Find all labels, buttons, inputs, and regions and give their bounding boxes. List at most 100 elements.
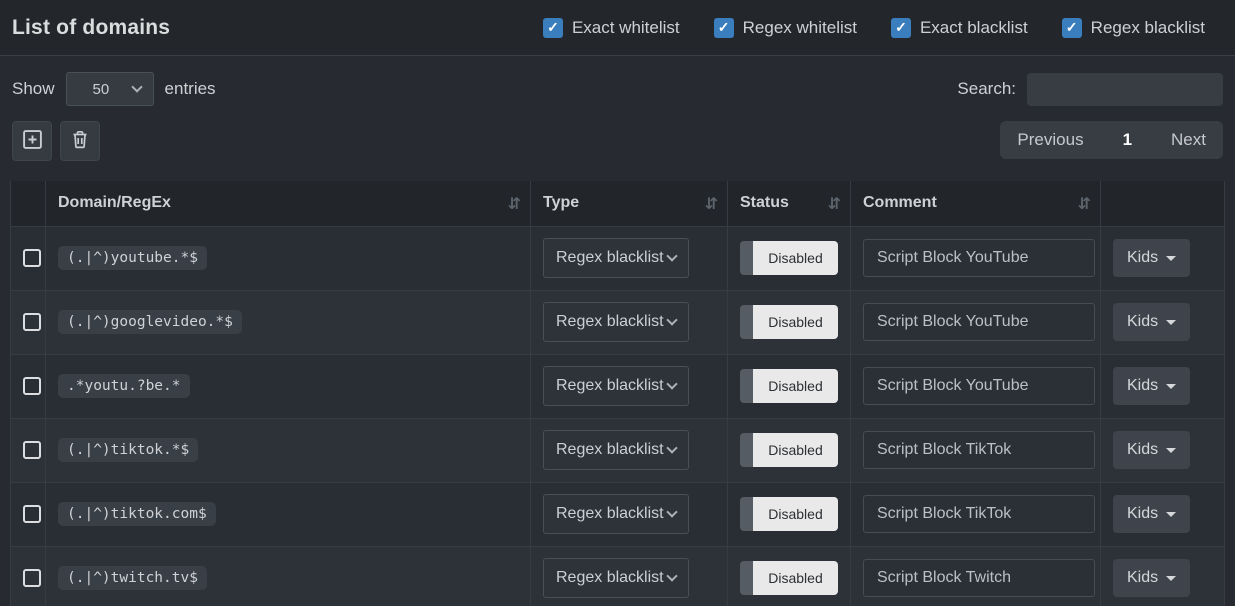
caret-down-icon xyxy=(1166,255,1177,261)
group-dropdown-label: Kids xyxy=(1127,249,1159,266)
header-domain[interactable]: Domain/RegEx ⇵ xyxy=(45,181,531,227)
filter-regex-whitelist[interactable]: ✓ Regex whitelist xyxy=(713,17,857,38)
table-row: (.|^)tiktok.*$ Regex blacklist Disabled … xyxy=(10,417,1225,483)
row-checkbox[interactable] xyxy=(23,568,41,587)
sort-icon[interactable]: ⇵ xyxy=(827,193,842,213)
search-control: Search: xyxy=(957,72,1223,106)
group-dropdown-button[interactable]: Kids xyxy=(1113,239,1191,277)
group-dropdown-button[interactable]: Kids xyxy=(1113,303,1191,341)
status-toggle-label: Disabled xyxy=(753,369,838,403)
domain-regex-value: (.|^)googlevideo.*$ xyxy=(58,310,242,334)
filter-label: Regex whitelist xyxy=(742,17,857,37)
checkbox-checked-icon[interactable]: ✓ xyxy=(1061,17,1082,38)
chevron-down-icon xyxy=(666,378,678,390)
group-dropdown-label: Kids xyxy=(1127,569,1159,586)
checkbox-checked-icon[interactable]: ✓ xyxy=(713,17,734,38)
checkbox-checked-icon[interactable]: ✓ xyxy=(542,17,563,38)
comment-input[interactable] xyxy=(863,559,1095,597)
status-toggle-label: Disabled xyxy=(753,497,838,531)
header-comment[interactable]: Comment ⇵ xyxy=(850,181,1101,227)
toggle-handle[interactable] xyxy=(740,241,753,275)
row-checkbox[interactable] xyxy=(23,248,41,267)
comment-input[interactable] xyxy=(863,303,1095,341)
show-label: Show xyxy=(12,79,55,98)
domain-table-body: (.|^)youtube.*$ Regex blacklist Disabled… xyxy=(10,225,1225,606)
status-toggle[interactable]: Disabled xyxy=(740,561,838,595)
caret-down-icon xyxy=(1166,575,1177,581)
header-type[interactable]: Type ⇵ xyxy=(530,181,728,227)
type-select[interactable]: Regex blacklist xyxy=(543,238,689,278)
status-toggle-label: Disabled xyxy=(753,433,838,467)
checkbox-checked-icon[interactable]: ✓ xyxy=(890,17,911,38)
sort-icon[interactable]: ⇵ xyxy=(507,193,522,213)
type-select[interactable]: Regex blacklist xyxy=(543,494,689,534)
type-select[interactable]: Regex blacklist xyxy=(543,558,689,598)
toggle-handle[interactable] xyxy=(740,497,753,531)
chevron-down-icon xyxy=(666,250,678,262)
type-select-value: Regex blacklist xyxy=(556,377,664,394)
filter-checkbox-group: ✓ Exact whitelist ✓ Regex whitelist ✓ Ex… xyxy=(542,17,1205,38)
status-toggle[interactable]: Disabled xyxy=(740,433,838,467)
header-actions-column xyxy=(1100,181,1225,227)
group-dropdown-label: Kids xyxy=(1127,505,1159,522)
type-select-value: Regex blacklist xyxy=(556,313,664,330)
chevron-down-icon xyxy=(130,81,143,93)
domain-regex-value: (.|^)twitch.tv$ xyxy=(58,566,207,590)
delete-selected-button[interactable] xyxy=(60,121,100,161)
row-checkbox[interactable] xyxy=(23,312,41,331)
filter-regex-blacklist[interactable]: ✓ Regex blacklist xyxy=(1061,17,1205,38)
toggle-handle[interactable] xyxy=(740,305,753,339)
pagination: Previous 1 Next xyxy=(1000,121,1223,159)
status-toggle[interactable]: Disabled xyxy=(740,305,838,339)
filter-label: Regex blacklist xyxy=(1090,17,1205,37)
filter-label: Exact whitelist xyxy=(571,17,680,37)
toggle-handle[interactable] xyxy=(740,369,753,403)
filter-exact-whitelist[interactable]: ✓ Exact whitelist xyxy=(542,17,680,38)
type-select[interactable]: Regex blacklist xyxy=(543,366,689,406)
entries-select[interactable]: 50 xyxy=(65,72,154,106)
group-dropdown-button[interactable]: Kids xyxy=(1113,495,1191,533)
status-toggle-label: Disabled xyxy=(753,241,838,275)
pagination-previous[interactable]: Previous xyxy=(1017,130,1084,149)
status-toggle[interactable]: Disabled xyxy=(740,369,838,403)
group-dropdown-button[interactable]: Kids xyxy=(1113,367,1191,405)
type-select[interactable]: Regex blacklist xyxy=(543,430,689,470)
filter-label: Exact blacklist xyxy=(919,17,1028,37)
pagination-current-page[interactable]: 1 xyxy=(1122,130,1133,149)
row-checkbox[interactable] xyxy=(23,376,41,395)
comment-input[interactable] xyxy=(863,431,1095,469)
filter-exact-blacklist[interactable]: ✓ Exact blacklist xyxy=(890,17,1028,38)
group-dropdown-button[interactable]: Kids xyxy=(1113,431,1191,469)
header-select-column xyxy=(10,181,46,227)
sort-icon[interactable]: ⇵ xyxy=(1077,193,1092,213)
group-dropdown-label: Kids xyxy=(1127,313,1159,330)
comment-input[interactable] xyxy=(863,239,1095,277)
comment-input[interactable] xyxy=(863,495,1095,533)
chevron-down-icon xyxy=(666,442,678,454)
caret-down-icon xyxy=(1166,511,1177,517)
caret-down-icon xyxy=(1166,447,1177,453)
status-toggle[interactable]: Disabled xyxy=(740,497,838,531)
group-dropdown-button[interactable]: Kids xyxy=(1113,559,1191,597)
status-toggle-label: Disabled xyxy=(753,561,838,595)
status-toggle-label: Disabled xyxy=(753,305,838,339)
caret-down-icon xyxy=(1166,319,1177,325)
toggle-handle[interactable] xyxy=(740,433,753,467)
type-select[interactable]: Regex blacklist xyxy=(543,302,689,342)
header-status[interactable]: Status ⇵ xyxy=(727,181,851,227)
comment-input[interactable] xyxy=(863,367,1095,405)
row-action-buttons xyxy=(12,121,100,161)
sort-icon[interactable]: ⇵ xyxy=(704,193,719,213)
row-checkbox[interactable] xyxy=(23,440,41,459)
type-select-value: Regex blacklist xyxy=(556,505,664,522)
entries-label: entries xyxy=(164,79,216,98)
toggle-handle[interactable] xyxy=(740,561,753,595)
page-title: List of domains xyxy=(12,15,171,39)
search-input[interactable] xyxy=(1027,72,1223,106)
pagination-next[interactable]: Next xyxy=(1171,130,1206,149)
domain-regex-value: (.|^)tiktok.*$ xyxy=(58,438,199,462)
card-header: List of domains ✓ Exact whitelist ✓ Rege… xyxy=(0,0,1235,56)
add-domain-button[interactable] xyxy=(12,121,52,161)
row-checkbox[interactable] xyxy=(23,504,41,523)
status-toggle[interactable]: Disabled xyxy=(740,241,838,275)
